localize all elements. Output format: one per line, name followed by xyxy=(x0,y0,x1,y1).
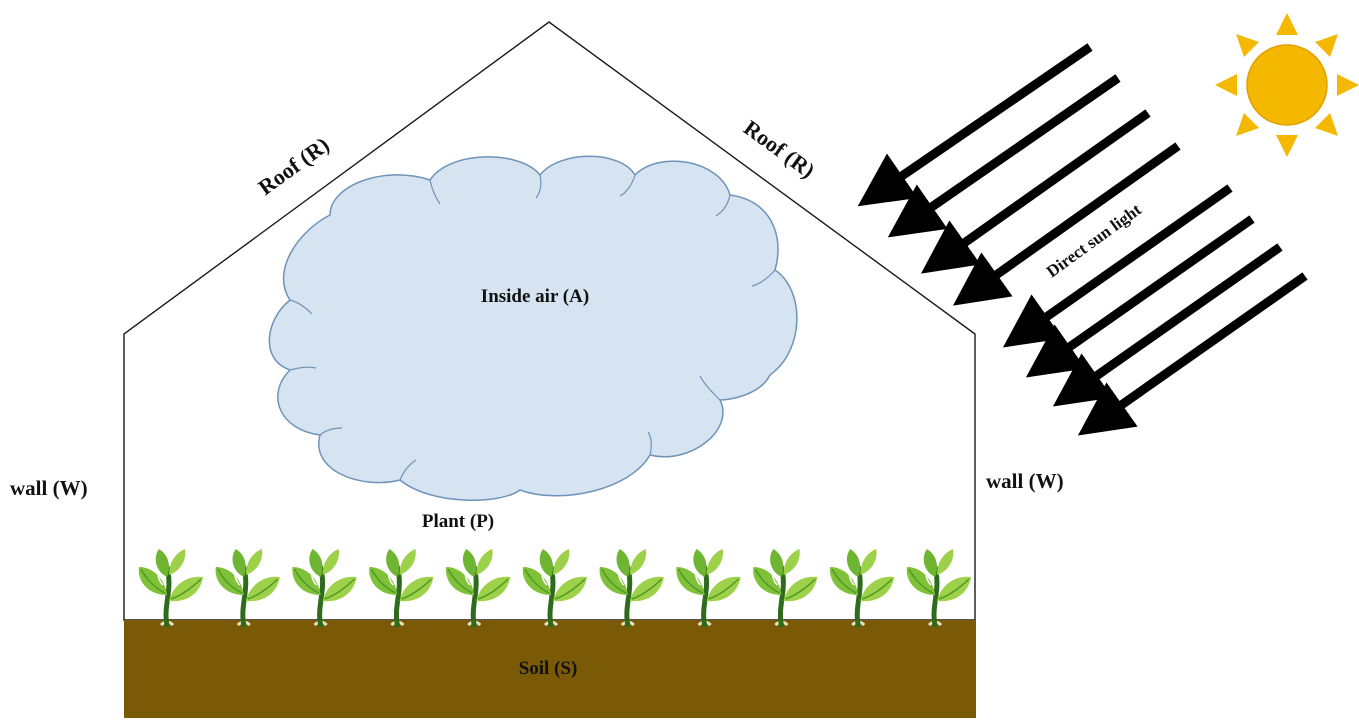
sun-ray-arrow xyxy=(920,109,1151,274)
plant-label: Plant (P) xyxy=(422,511,494,532)
soil-layer xyxy=(124,620,976,718)
sun-ray-arrow xyxy=(857,43,1093,207)
sun-ray-arrow xyxy=(887,74,1121,238)
sun-ray-arrow xyxy=(1052,243,1283,407)
sun-rays xyxy=(857,43,1308,436)
sun-ray-arrow xyxy=(1002,184,1233,348)
inside-air-label: Inside air (A) xyxy=(481,286,589,307)
inside-air-cloud xyxy=(268,155,798,501)
wall-right-label: wall (W) xyxy=(986,469,1064,493)
wall-left-label: wall (W) xyxy=(10,476,88,500)
sun-ray-arrow xyxy=(1025,215,1255,378)
soil-label: Soil (S) xyxy=(519,658,578,679)
sunlight-label: Direct sun light xyxy=(1043,200,1145,281)
sun-icon xyxy=(1215,13,1359,157)
sun-ray-arrow xyxy=(952,142,1181,306)
sun-ray-arrow xyxy=(1077,272,1308,436)
